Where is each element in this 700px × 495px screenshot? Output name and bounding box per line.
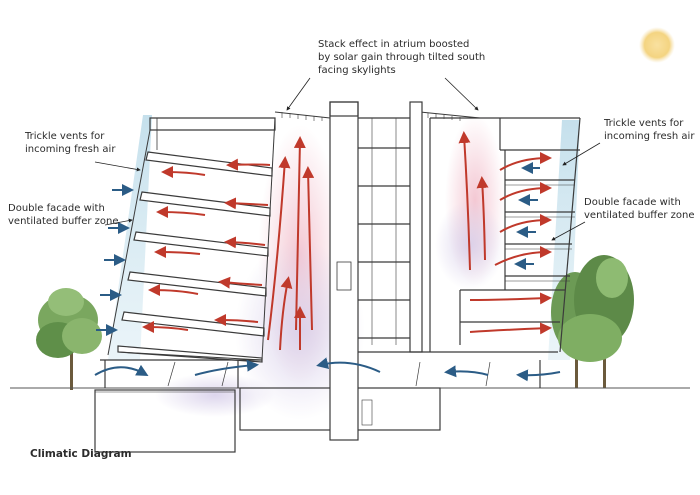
diagram-caption: Climatic Diagram	[30, 448, 132, 460]
sun-icon	[639, 27, 675, 63]
stack-effect-label: Stack effect in atrium boosted by solar …	[318, 39, 486, 76]
double-facade-left-label: Double facade with ventilated buffer zon…	[8, 203, 119, 227]
ground-floor	[100, 359, 541, 388]
left-block	[107, 117, 276, 363]
tree-icon	[36, 288, 102, 390]
cool-air-arrows	[94, 162, 561, 382]
trickle-vents-right-label: Trickle vents for incoming fresh air	[604, 118, 695, 142]
double-facade-right-label: Double facade with ventilated buffer zon…	[584, 197, 695, 221]
tree-icon	[551, 255, 634, 388]
middle-block	[358, 101, 430, 353]
central-core	[329, 101, 359, 441]
warm-air-arrows	[142, 131, 552, 351]
trickle-vents-left-label: Trickle vents for incoming fresh air	[25, 131, 116, 155]
label-leaders	[94, 77, 601, 241]
atrium-skylight	[274, 111, 481, 121]
